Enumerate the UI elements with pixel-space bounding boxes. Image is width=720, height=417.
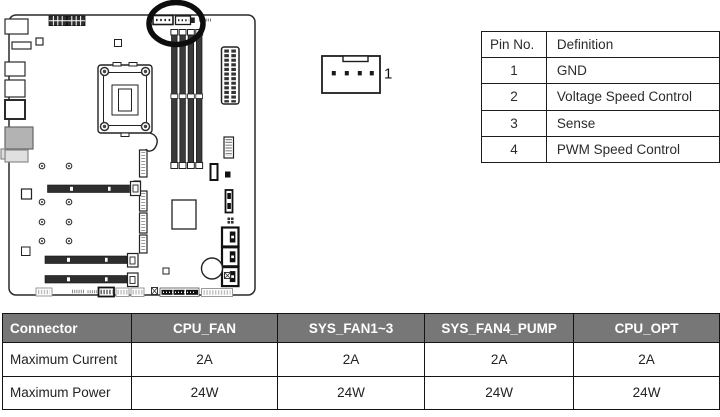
spec-value-cell: 24W bbox=[424, 375, 575, 410]
pin-table-header-row: Pin No. Definition bbox=[481, 30, 720, 59]
pin-number-cell: 4 bbox=[481, 135, 547, 163]
spec-header-cpu-fan: CPU_FAN bbox=[131, 313, 278, 343]
pin-table-row: 2 Voltage Speed Control bbox=[481, 83, 720, 111]
spec-header-sys-fan1-3: SYS_FAN1~3 bbox=[276, 313, 426, 343]
fan-header-pinout: 1 bbox=[321, 55, 392, 94]
cpu-socket bbox=[97, 62, 158, 152]
motherboard-diagram bbox=[0, 0, 256, 298]
pin-definition-table: Pin No. Definition 1 GND 2 Voltage Speed… bbox=[481, 30, 720, 163]
misc-components bbox=[20, 39, 170, 275]
spec-header-cpu-opt: CPU_OPT bbox=[573, 313, 720, 343]
cpu-fan-headers bbox=[152, 14, 212, 26]
spec-value-cell: 24W bbox=[276, 375, 426, 410]
spec-row-label: Maximum Current bbox=[1, 342, 133, 377]
atx-24pin-connector bbox=[220, 46, 240, 105]
pin-definition-cell: Voltage Speed Control bbox=[545, 83, 720, 111]
spec-row-label: Maximum Power bbox=[1, 375, 133, 410]
fan-header-notch bbox=[342, 55, 369, 63]
spec-value-cell: 2A bbox=[131, 342, 278, 377]
rear-io-ports bbox=[0, 18, 44, 163]
pin-definition-cell: GND bbox=[545, 57, 720, 85]
screw-holes bbox=[38, 162, 73, 245]
fan-header-pins bbox=[331, 71, 374, 76]
pin-number-cell: 3 bbox=[481, 109, 547, 137]
pin-table-row: 1 GND bbox=[481, 57, 720, 85]
pin-no-header: Pin No. bbox=[481, 30, 547, 59]
definition-header: Definition bbox=[545, 30, 720, 59]
fan-header-highlight-circle bbox=[146, 0, 206, 48]
cmos-battery bbox=[200, 257, 231, 280]
cpu-power-connectors bbox=[48, 15, 86, 27]
pin-table-row: 4 PWM Speed Control bbox=[481, 135, 720, 163]
pin1-label: 1 bbox=[384, 66, 392, 83]
front-usb-headers bbox=[209, 136, 235, 224]
pcie-slots bbox=[44, 180, 142, 288]
bottom-headers bbox=[35, 286, 233, 298]
socket-lever bbox=[145, 132, 158, 152]
spec-value-cell: 2A bbox=[276, 342, 426, 377]
pin-number-cell: 2 bbox=[481, 83, 547, 111]
spec-header-sys-fan4-pump: SYS_FAN4_PUMP bbox=[424, 313, 575, 343]
chipset bbox=[171, 199, 197, 230]
spec-row-max-power: Maximum Power 24W 24W 24W 24W bbox=[1, 375, 720, 410]
spec-header-connector: Connector bbox=[1, 313, 133, 343]
pin-definition-cell: Sense bbox=[545, 109, 720, 137]
spec-value-cell: 24W bbox=[131, 375, 278, 410]
pin-number-cell: 1 bbox=[481, 57, 547, 85]
pin-definition-cell: PWM Speed Control bbox=[545, 135, 720, 163]
fan-spec-table: Connector CPU_FAN SYS_FAN1~3 SYS_FAN4_PU… bbox=[1, 313, 720, 410]
spec-value-cell: 24W bbox=[573, 375, 720, 410]
pin-table-row: 3 Sense bbox=[481, 109, 720, 137]
spec-value-cell: 2A bbox=[573, 342, 720, 377]
spec-header-row: Connector CPU_FAN SYS_FAN1~3 SYS_FAN4_PU… bbox=[1, 313, 720, 343]
spec-value-cell: 2A bbox=[424, 342, 575, 377]
spec-row-max-current: Maximum Current 2A 2A 2A 2A bbox=[1, 342, 720, 377]
